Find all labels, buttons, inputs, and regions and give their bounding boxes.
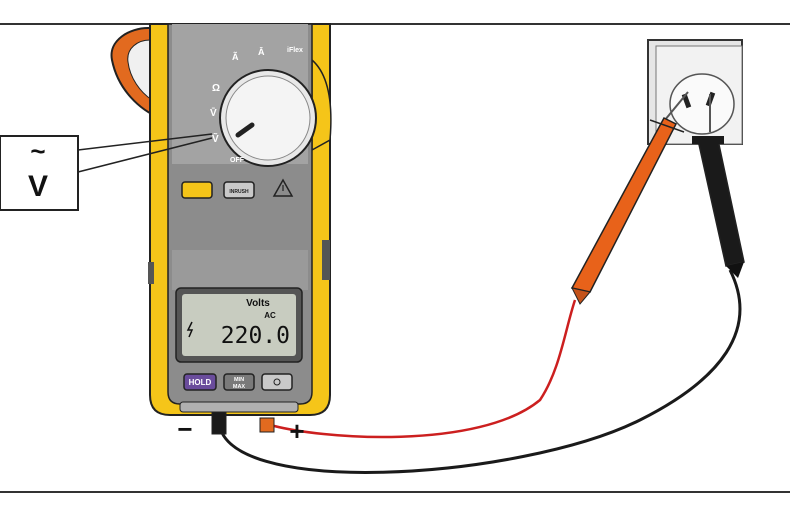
- holster-bump: [311, 58, 332, 152]
- com-plug: [211, 411, 227, 435]
- dial-pos-ohms: Ω: [212, 83, 220, 94]
- lightning-icon: [186, 321, 194, 338]
- black-probe-body: [697, 139, 745, 267]
- negative-terminal-label: −: [177, 414, 192, 444]
- dial-pos-ac-amps: Ã: [232, 52, 239, 62]
- hold-label: HOLD: [189, 378, 212, 387]
- side-clip-left: [148, 262, 154, 284]
- dial-pos-dc-amps: Ā: [258, 47, 265, 57]
- dial-pointer: [235, 122, 255, 138]
- v-plug: [259, 417, 275, 433]
- minmax-button[interactable]: [223, 373, 255, 391]
- dial-pos-ac-volts: Ṽ: [212, 132, 219, 145]
- callout-leader-top: [77, 133, 213, 151]
- red-probe-end: [571, 287, 591, 305]
- meter-base: [179, 401, 299, 413]
- side-clip-right: [322, 240, 330, 280]
- positive-terminal-label: +: [289, 416, 304, 446]
- dial-pos-off: OFF: [230, 157, 245, 164]
- lcd-screen: [182, 294, 296, 356]
- minmax-label-min: MIN: [234, 377, 244, 383]
- red-probe-body: [570, 117, 678, 293]
- callout-letter: V: [28, 170, 48, 203]
- hazard-button-icon[interactable]: [272, 178, 294, 197]
- rotary-dial-face: [225, 75, 311, 161]
- red-wire: [266, 299, 577, 439]
- minmax-label-max: MAX: [233, 384, 246, 390]
- black-probe-end: [726, 262, 744, 278]
- backlight-button[interactable]: [261, 373, 293, 391]
- outlet-socket: [669, 73, 735, 135]
- lcd-mode: AC: [264, 311, 276, 320]
- black-probe-guard: [692, 136, 724, 144]
- hold-button[interactable]: [183, 373, 217, 391]
- black-wire: [217, 269, 742, 474]
- lcd-value: 220.0: [221, 323, 290, 349]
- red-probe-guard: [649, 119, 685, 133]
- yellow-function-button[interactable]: [181, 181, 213, 199]
- callout-tilde: ~: [30, 136, 45, 166]
- callout-leader-bottom: [77, 137, 213, 173]
- backlight-icon: [273, 378, 281, 386]
- inrush-button[interactable]: [223, 181, 255, 199]
- dial-pos-iflex: iFlex: [287, 47, 303, 54]
- lcd-unit: Volts: [246, 298, 270, 309]
- faceplate-mid: [172, 250, 308, 290]
- dial-pos-dc-volts: V̄: [210, 107, 217, 119]
- callout-box: [0, 135, 79, 211]
- inrush-label: INRUSH: [229, 189, 249, 195]
